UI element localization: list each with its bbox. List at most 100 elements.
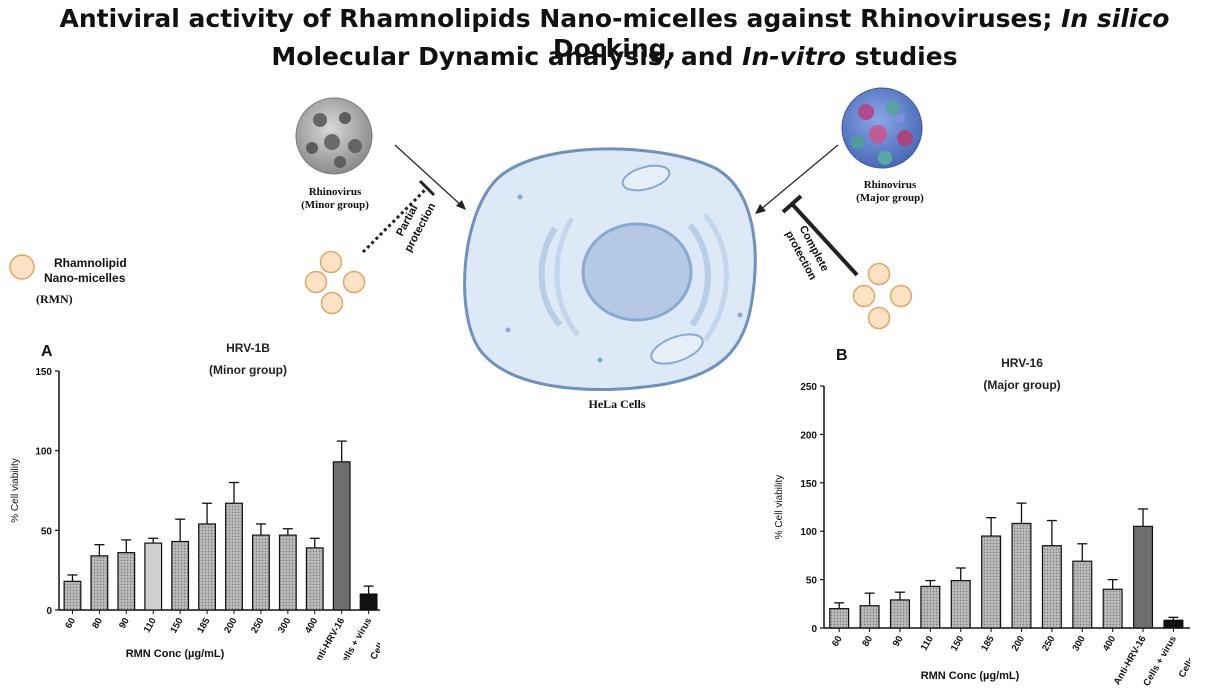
x-tick-label: 90 [117, 616, 132, 631]
y-axis-label: % Cell viability [10, 458, 21, 522]
page-title-line-2: Molecular Dynamic analysis, and In-vitro… [0, 42, 1229, 72]
er-membrane-2 [554, 216, 580, 337]
x-tick-label: 150 [168, 616, 185, 635]
y-tick-label: 100 [35, 447, 52, 458]
virus-major-label: Rhinovirus (Major group) [845, 179, 935, 205]
y-tick-label: 100 [800, 527, 817, 538]
nucleus [581, 222, 693, 322]
x-axis-label: RMN Conc (µg/mL) [921, 670, 1020, 682]
bar [1011, 522, 1032, 629]
y-tick-label: 50 [806, 576, 818, 587]
vesicle [597, 357, 603, 363]
x-tick-label: 400 [303, 616, 320, 635]
title-italic-2: In-vitro [742, 42, 846, 71]
bar [90, 555, 109, 611]
x-tick-label: 300 [1070, 634, 1087, 653]
vesicle [737, 312, 743, 318]
x-tick-label: 110 [919, 634, 936, 653]
legend-abbrev: (RMN) [36, 292, 73, 306]
virus-major-label-line1: Rhinovirus [863, 179, 917, 191]
bar [171, 540, 190, 611]
cell-label: HeLa Cells [588, 397, 646, 411]
chart-subtitle: (Major group) [983, 378, 1060, 392]
chart-subtitle: (Minor group) [209, 363, 287, 377]
bar [251, 534, 270, 611]
x-tick-label: 250 [249, 616, 266, 635]
bar [225, 502, 243, 611]
bar [1102, 588, 1123, 629]
legend-label-line2: Nano-micelles [44, 271, 126, 285]
mitochondrion-bottom [650, 333, 704, 365]
arrow-minor-to-cell [394, 144, 466, 210]
er-membrane-3 [687, 223, 711, 327]
bar [198, 523, 217, 611]
title-text-1: Antiviral activity of Rhamnolipids Nano-… [59, 4, 1062, 33]
mitochondrion-top [621, 164, 671, 192]
vesicle [517, 194, 523, 200]
x-tick-label: 185 [195, 615, 213, 635]
virus-minor-label-line2: (Minor group) [301, 199, 369, 211]
bar [859, 605, 880, 629]
panel-a-label: A [41, 343, 53, 360]
bar [920, 585, 941, 629]
legend-micelle-icon [9, 254, 35, 280]
bar [829, 608, 850, 629]
y-tick-label: 250 [800, 382, 817, 393]
bar [981, 535, 1002, 629]
x-tick-label: 80 [90, 616, 105, 631]
chart-title: HRV-1B [226, 341, 270, 355]
y-tick-label: 150 [800, 479, 817, 490]
bar [889, 599, 910, 629]
bar [278, 534, 297, 611]
page-title: Antiviral activity of Rhamnolipids Nano-… [0, 4, 1229, 64]
x-tick-label: 300 [276, 616, 293, 635]
rhinovirus-major-icon [841, 87, 923, 169]
hela-cell [463, 147, 757, 391]
x-tick-label: 60 [63, 616, 78, 631]
x-tick-label: 400 [1101, 634, 1118, 653]
x-tick-label: 60 [830, 634, 845, 649]
x-tick-label: Cells Only [1177, 633, 1190, 679]
x-tick-label: 200 [222, 616, 239, 635]
x-tick-label: 250 [1040, 634, 1057, 653]
rhinovirus-minor-icon [295, 97, 373, 175]
bar [1041, 545, 1062, 629]
x-tick-label: 80 [860, 634, 875, 649]
y-tick-label: 150 [35, 367, 52, 378]
x-tick-label: 200 [1010, 634, 1027, 653]
bar [144, 542, 163, 611]
bar [63, 580, 82, 611]
panel-b-label: B [836, 347, 848, 364]
y-tick-label: 200 [800, 430, 817, 441]
legend-label: Rhamnolipid Nano-micelles [44, 256, 127, 286]
virus-major-label-line2: (Major group) [856, 192, 924, 204]
y-axis-label: % Cell viability [774, 475, 785, 539]
bar [950, 579, 971, 629]
title-text-2: Docking, [552, 34, 677, 63]
arrow-major-to-cell [755, 144, 839, 214]
micelle-cluster-right [852, 262, 913, 330]
x-axis-label: RMN Conc (µg/mL) [126, 648, 225, 660]
er-membrane-4 [703, 213, 729, 342]
x-tick-label: 150 [949, 634, 966, 653]
x-tick-label: 110 [142, 616, 159, 635]
bar [1133, 525, 1154, 629]
bar [1072, 560, 1093, 629]
vesicle [505, 327, 511, 333]
y-tick-label: 0 [46, 606, 52, 617]
bar [305, 547, 324, 611]
title-text-3: Molecular Dynamic analysis, and [271, 42, 743, 71]
complete-protection-inhibitor [781, 194, 859, 277]
title-text-4: studies [845, 42, 958, 71]
partial-protection-inhibitor [361, 179, 436, 254]
er-membrane [538, 226, 563, 327]
bar [117, 552, 136, 611]
y-tick-label: 0 [811, 624, 817, 635]
chart-title: HRV-16 [1001, 356, 1043, 370]
bar [1163, 619, 1184, 629]
title-italic-1: In silico [1061, 4, 1170, 33]
chart-b: HRV-16 (Major group) 0 50 100 150 200 250 % Cell… [774, 356, 1190, 688]
bar [359, 593, 378, 611]
